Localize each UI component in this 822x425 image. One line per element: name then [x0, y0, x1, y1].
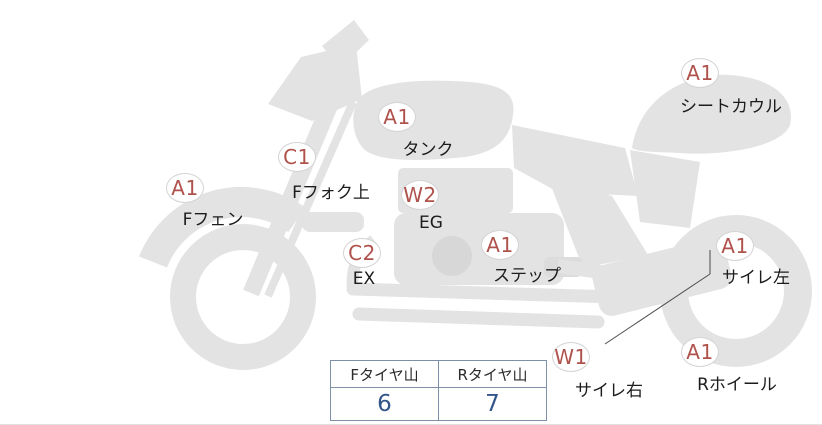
- exhaust-pipe-upper-shape: [346, 282, 623, 304]
- grade-badge-exhaust: C2: [343, 238, 381, 268]
- fork-lower-bracket-shape: [302, 212, 364, 232]
- grade-badge-engine: W2: [401, 180, 439, 210]
- seat-cowl-shape: [632, 74, 792, 154]
- grade-badge-rear-wheel: A1: [681, 337, 719, 367]
- part-label-tank: タンク: [402, 140, 454, 160]
- grade-badge-silencer-right: W1: [552, 342, 590, 372]
- rear-tire-tread-value: 7: [438, 387, 547, 421]
- front-fork-shape: [243, 86, 344, 297]
- front-fender-shape: [139, 187, 306, 268]
- seat-shape: [512, 125, 638, 196]
- exhaust-pipe-lower-shape: [352, 307, 605, 329]
- rear-tire-tread-header: Rタイヤ山: [438, 360, 547, 388]
- side-cover-shape: [548, 178, 648, 268]
- grade-badge-step: A1: [481, 230, 519, 260]
- rear-frame-shape: [630, 150, 700, 228]
- part-label-silencer-left: サイレ左: [722, 268, 790, 288]
- engine-case-shape: [432, 236, 472, 276]
- grade-badge-seat-cowl: A1: [681, 58, 719, 88]
- tire-tread-header-row: Fタイヤ山 Rタイヤ山: [330, 360, 547, 388]
- grade-badge-silencer-left: A1: [716, 231, 754, 261]
- front-wheel-shape: [170, 224, 316, 370]
- grade-badge-front-fender: A1: [166, 173, 204, 203]
- front-tire-tread-value: 6: [330, 387, 439, 421]
- part-label-seat-cowl: シートカウル: [680, 97, 782, 117]
- grade-badge-tank: A1: [378, 102, 416, 132]
- mirror-shape: [322, 20, 369, 68]
- part-label-engine: EG: [419, 213, 443, 233]
- front-fork-inner-shape: [264, 100, 357, 298]
- part-label-step: ステップ: [493, 266, 561, 286]
- part-label-front-fork-upper: Fフォク上: [292, 183, 370, 203]
- front-tire-tread-header: Fタイヤ山: [330, 360, 439, 388]
- tank-shape: [353, 80, 514, 160]
- silencer-right-leader-line: [604, 273, 711, 345]
- part-label-front-fender: Fフェン: [182, 210, 244, 230]
- tire-tread-table: Fタイヤ山 Rタイヤ山 6 7: [330, 360, 547, 421]
- part-label-rear-wheel: Rホイール: [697, 375, 777, 395]
- silencer-shape: [592, 238, 732, 316]
- part-label-exhaust: EX: [352, 269, 376, 289]
- tire-tread-value-row: 6 7: [330, 387, 547, 421]
- part-label-silencer-right: サイレ右: [575, 381, 643, 401]
- grade-badge-front-fork-upper: C1: [278, 142, 316, 172]
